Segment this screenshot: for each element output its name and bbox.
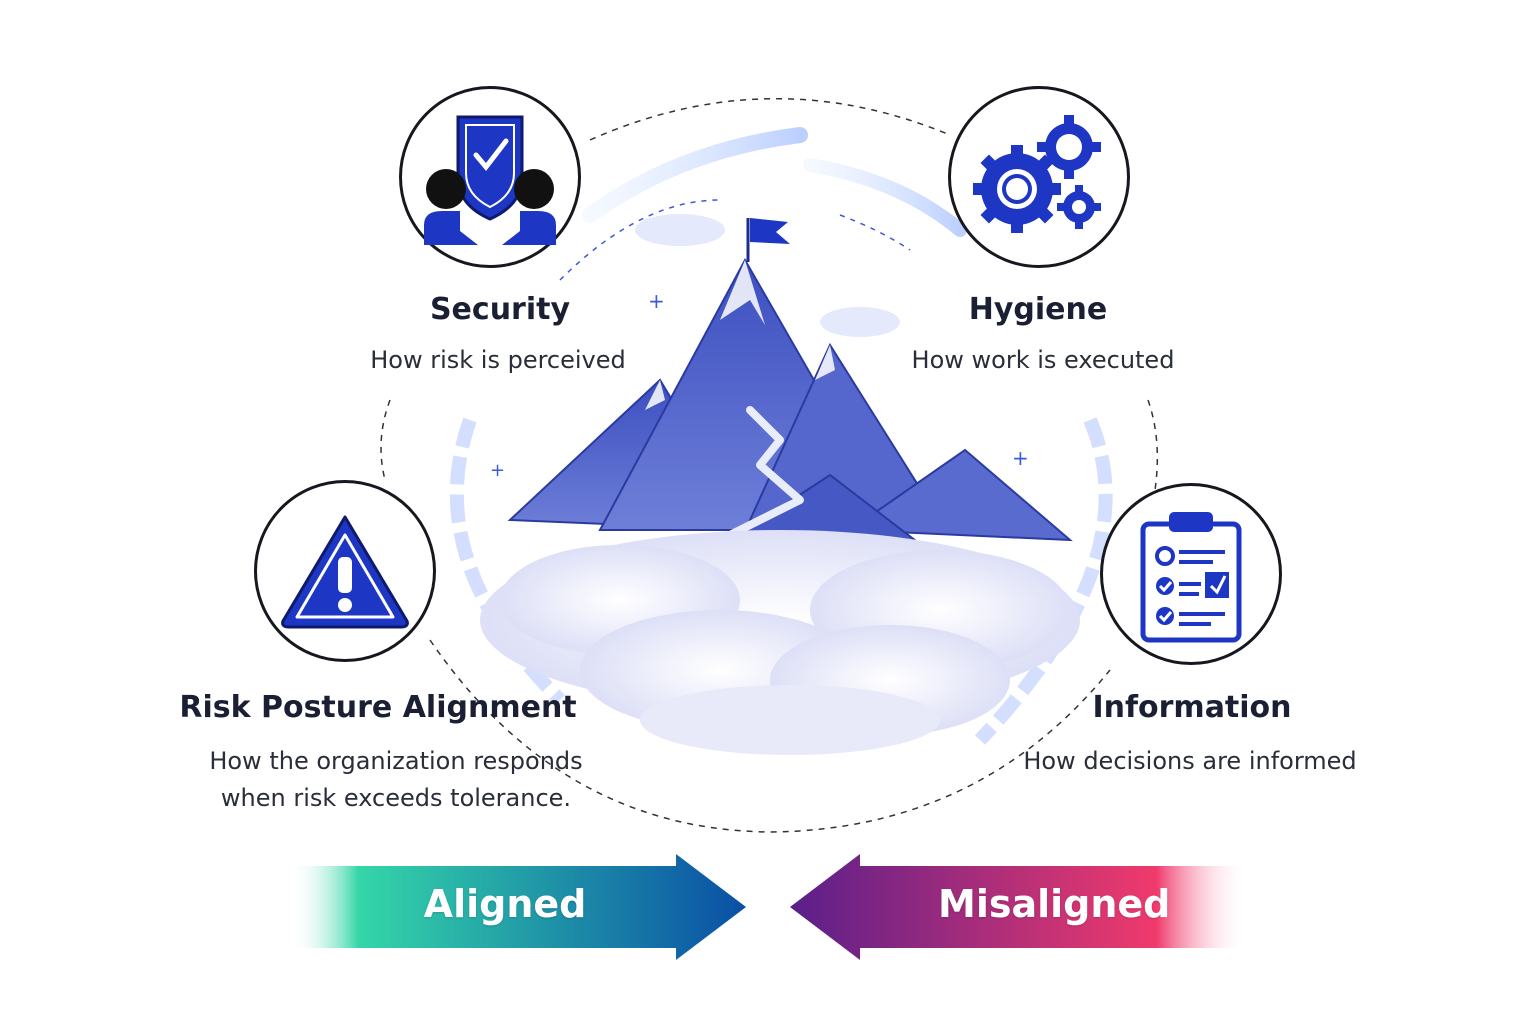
dashed-arc-bottom [429,639,1111,833]
dashed-arc-right [1147,399,1159,491]
svg-text:+: + [1012,446,1029,470]
hygiene-description: How work is executed [911,346,1175,374]
information-description: How decisions are informed [1023,747,1357,775]
gears-icon [973,115,1101,233]
risk-posture-icon-circle [254,480,436,662]
information-title: Information [1092,690,1292,725]
clipboard-checklist-icon [1140,512,1242,643]
risk-posture-description-line1: How the organization responds [209,747,583,775]
information-icon-circle [1100,483,1282,665]
misaligned-label: Misaligned [938,882,1171,926]
mountain-illustration [480,214,1080,755]
security-description: How risk is perceived [370,346,626,374]
warning-triangle-icon [281,515,409,629]
dashed-arc-top [589,98,951,141]
hygiene-icon-circle [948,86,1130,268]
misaligned-arrow [790,854,1248,960]
shield-people-icon [424,115,556,245]
aligned-label: Aligned [423,882,587,926]
svg-text:+: + [490,460,505,481]
dashed-arc-left [380,399,391,481]
aligned-arrow [290,854,746,960]
security-title: Security [429,292,571,327]
risk-posture-description-line2: when risk exceeds tolerance. [220,784,572,812]
hygiene-title: Hygiene [968,292,1108,327]
risk-posture-title: Risk Posture Alignment [179,690,577,725]
svg-text:+: + [648,289,665,313]
security-icon-circle [399,86,581,268]
